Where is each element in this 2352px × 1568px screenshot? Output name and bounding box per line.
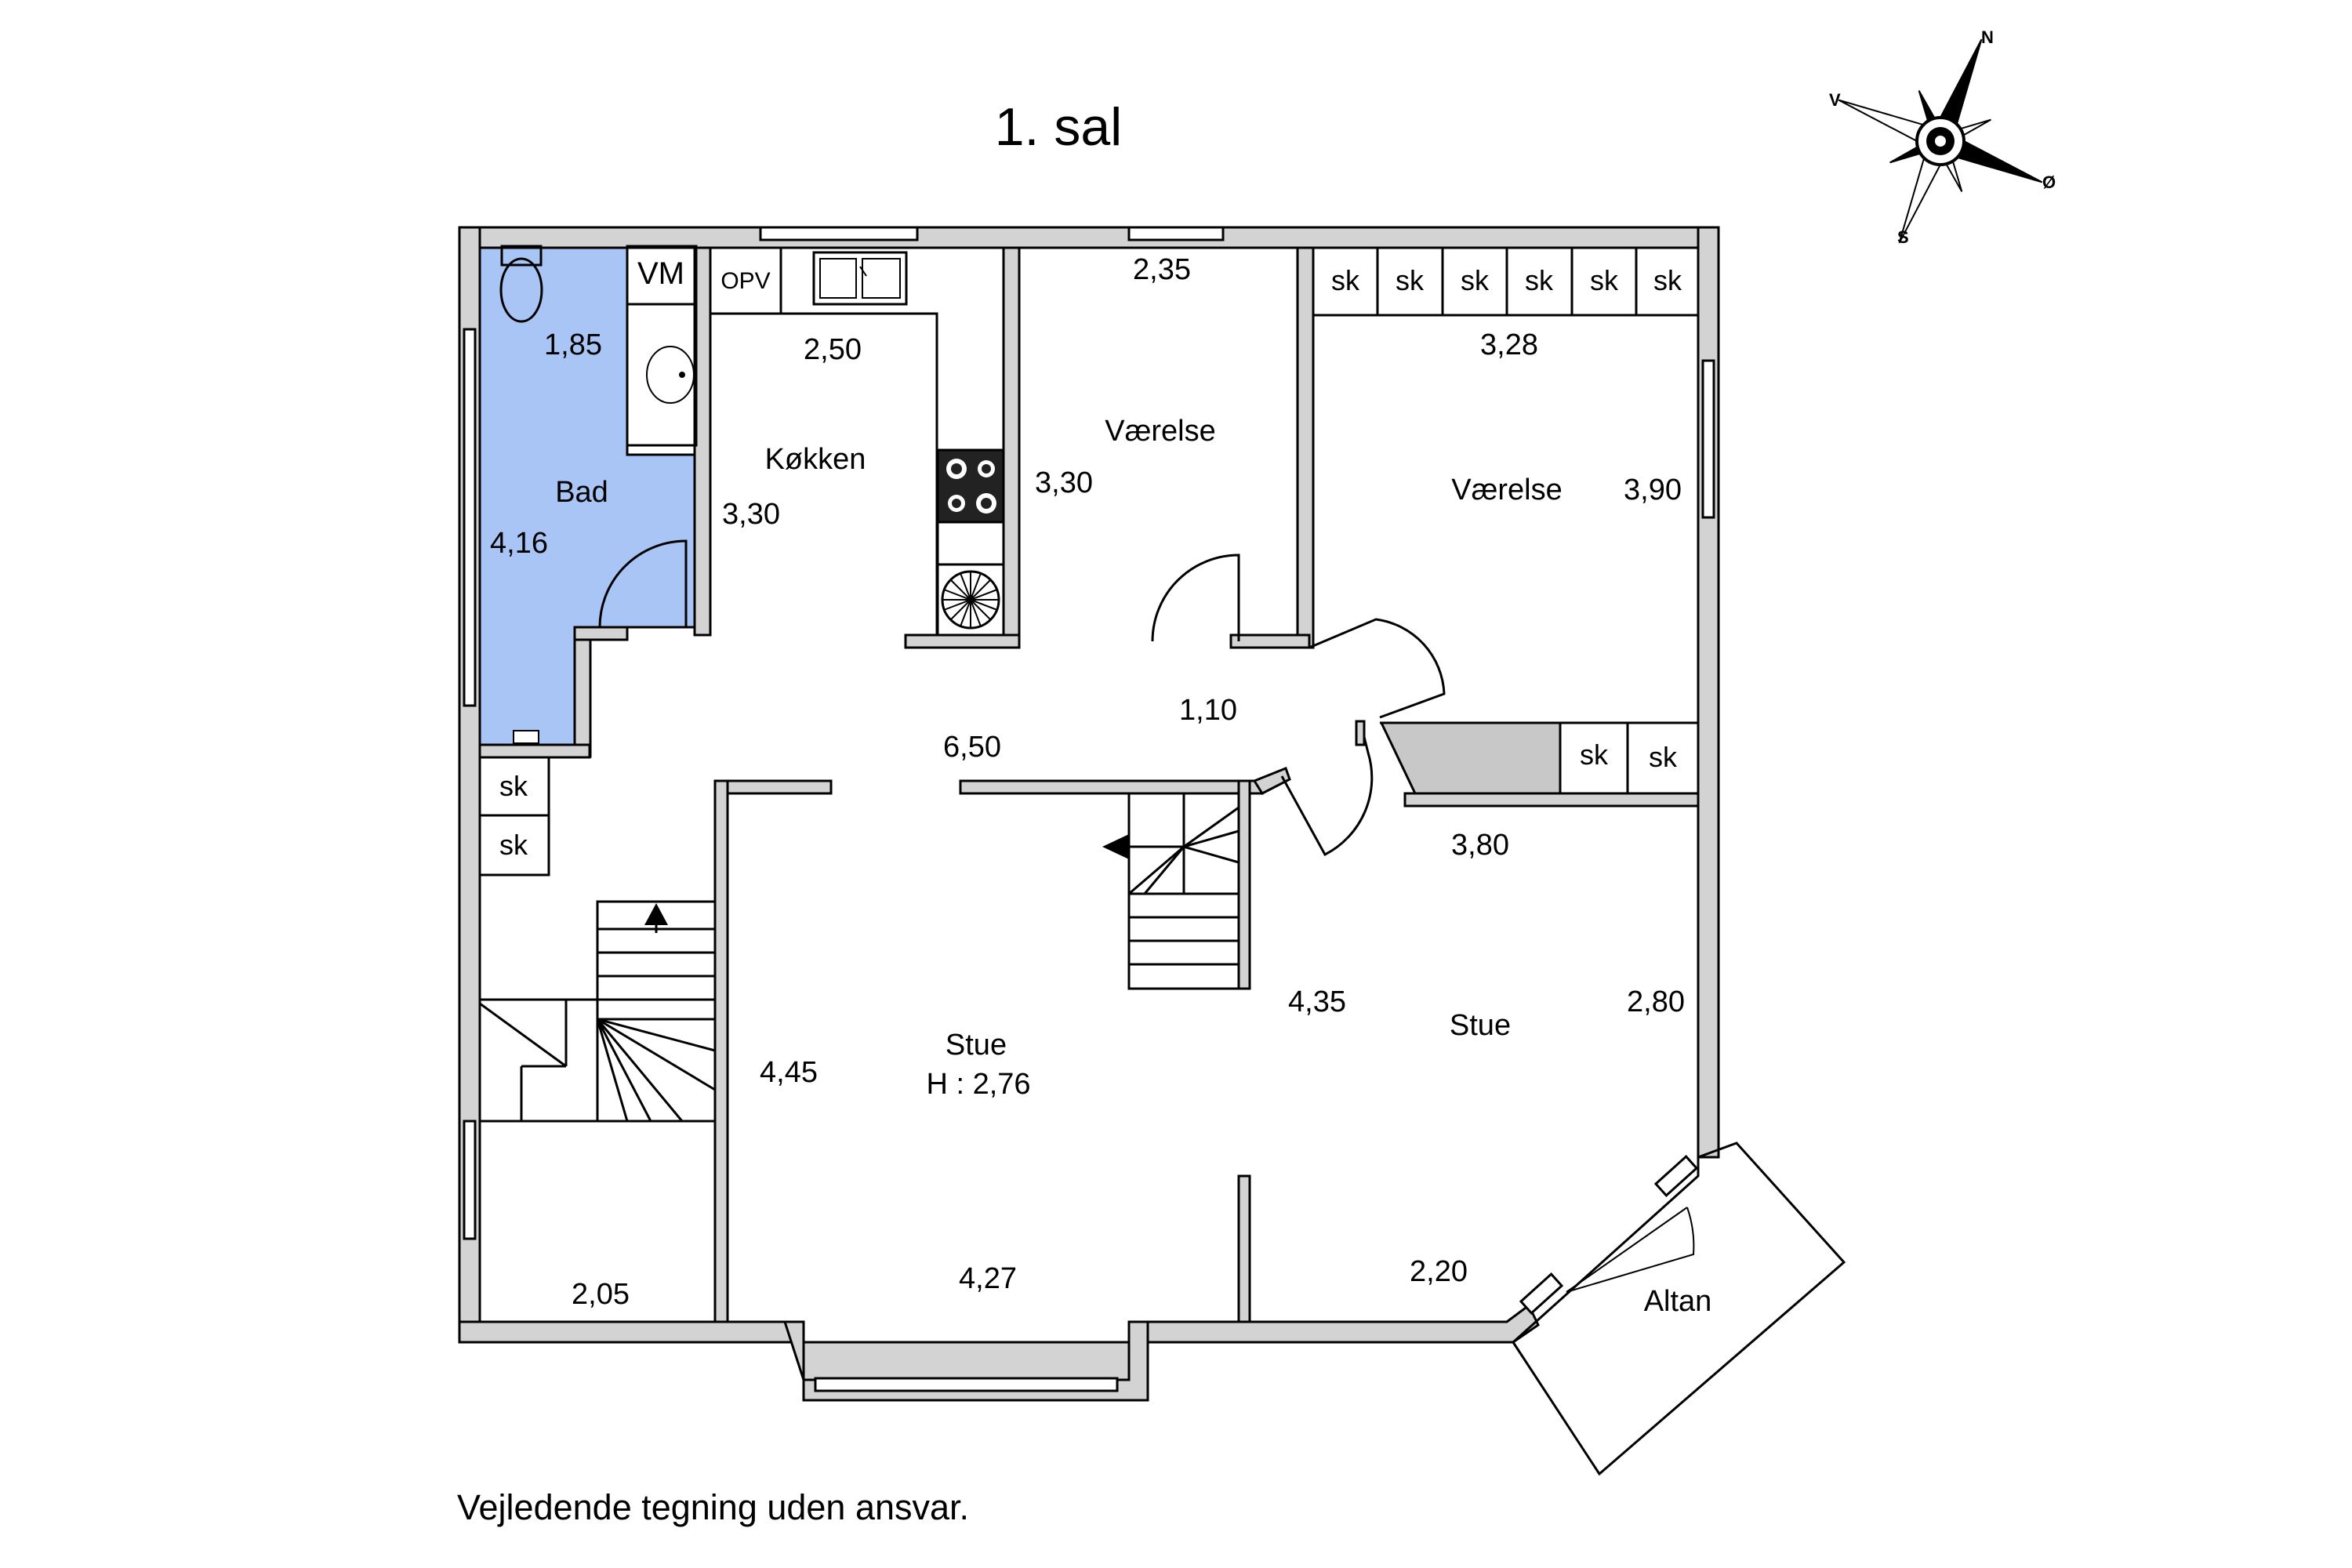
vm-label: VM — [637, 256, 684, 291]
dimension-label: 4,45 — [760, 1056, 818, 1089]
sink-icon — [626, 303, 698, 447]
windows — [463, 226, 1715, 1392]
double-sink-icon — [812, 251, 908, 306]
compass-west-label: V — [1829, 90, 1841, 110]
closet-label: sk — [1396, 264, 1425, 296]
dimension-label: 3,30 — [722, 498, 780, 531]
fan-icon — [936, 563, 1005, 637]
radiator-icon — [513, 730, 539, 744]
closet-label: sk — [499, 829, 528, 861]
opv-label: OPV — [720, 268, 770, 294]
room-height-stue-1: H : 2,76 — [926, 1068, 1030, 1101]
closet-label: sk — [1653, 264, 1682, 296]
balcony — [1512, 1142, 1846, 1476]
dimension-label: 6,50 — [943, 731, 1001, 764]
dimension-label: 2,35 — [1133, 253, 1191, 286]
closet-label: sk — [1525, 264, 1554, 296]
wardrobe-left — [478, 756, 550, 877]
closet-label: sk — [499, 770, 528, 802]
hallway-doors — [1280, 618, 1446, 857]
closet-label: sk — [1461, 264, 1490, 296]
staircase-center — [1102, 792, 1240, 990]
dimension-label: 3,90 — [1624, 474, 1682, 506]
staircase-left — [479, 900, 717, 1123]
dimension-label: 4,35 — [1288, 985, 1346, 1018]
dimension-label: 3,28 — [1480, 328, 1538, 361]
room-label-bad: Bad — [555, 476, 608, 509]
room-label-altan: Altan — [1644, 1285, 1712, 1318]
room-label-vaerelse-1: Værelse — [1105, 415, 1216, 448]
room-label-stue-2: Stue — [1450, 1009, 1511, 1042]
dimension-label: 2,80 — [1627, 985, 1685, 1018]
outer-walls — [458, 226, 1720, 1402]
dimension-label: 4,27 — [959, 1262, 1017, 1295]
dimension-label: 1,10 — [1179, 694, 1237, 727]
compass-north-label: N — [1981, 27, 1994, 47]
compass-rose-icon: N V Ø S — [1829, 27, 2056, 247]
room-label-vaerelse-2: Værelse — [1451, 474, 1563, 506]
kitchen-appliance-box — [936, 521, 1005, 566]
dimension-label: 2,20 — [1410, 1255, 1468, 1288]
closet-label: sk — [1580, 739, 1609, 771]
toilet-icon — [499, 245, 543, 323]
room-label-kokken: Køkken — [765, 443, 866, 476]
dimension-label: 3,80 — [1451, 829, 1509, 862]
compass-east-label: Ø — [2042, 172, 2056, 192]
closet-label: sk — [1590, 264, 1619, 296]
room-label-stue-1: Stue — [946, 1029, 1007, 1062]
dimension-label: 2,05 — [572, 1278, 630, 1311]
closet-label: sk — [1331, 264, 1360, 296]
wardrobe-row-bottom — [1559, 721, 1700, 795]
compass-south-label: S — [1897, 227, 1909, 247]
interior-walls — [478, 246, 1700, 1323]
stove-icon — [936, 448, 1005, 524]
dimension-label: 3,30 — [1035, 466, 1093, 499]
page-title: 1. sal — [995, 97, 1123, 157]
dimension-label: 4,16 — [490, 527, 548, 560]
bedroom-door — [1151, 554, 1240, 642]
closet-label: sk — [1649, 741, 1678, 773]
dimension-label: 1,85 — [544, 328, 602, 361]
disclaimer-note: Vejledende tegning uden ansvar. — [457, 1487, 969, 1527]
kitchen-counter: OPV — [709, 246, 938, 635]
wardrobe-row-top — [1312, 246, 1700, 317]
dimension-label: 2,50 — [804, 333, 862, 366]
bathroom-door — [598, 539, 688, 628]
gray-wedge — [1379, 721, 1562, 795]
